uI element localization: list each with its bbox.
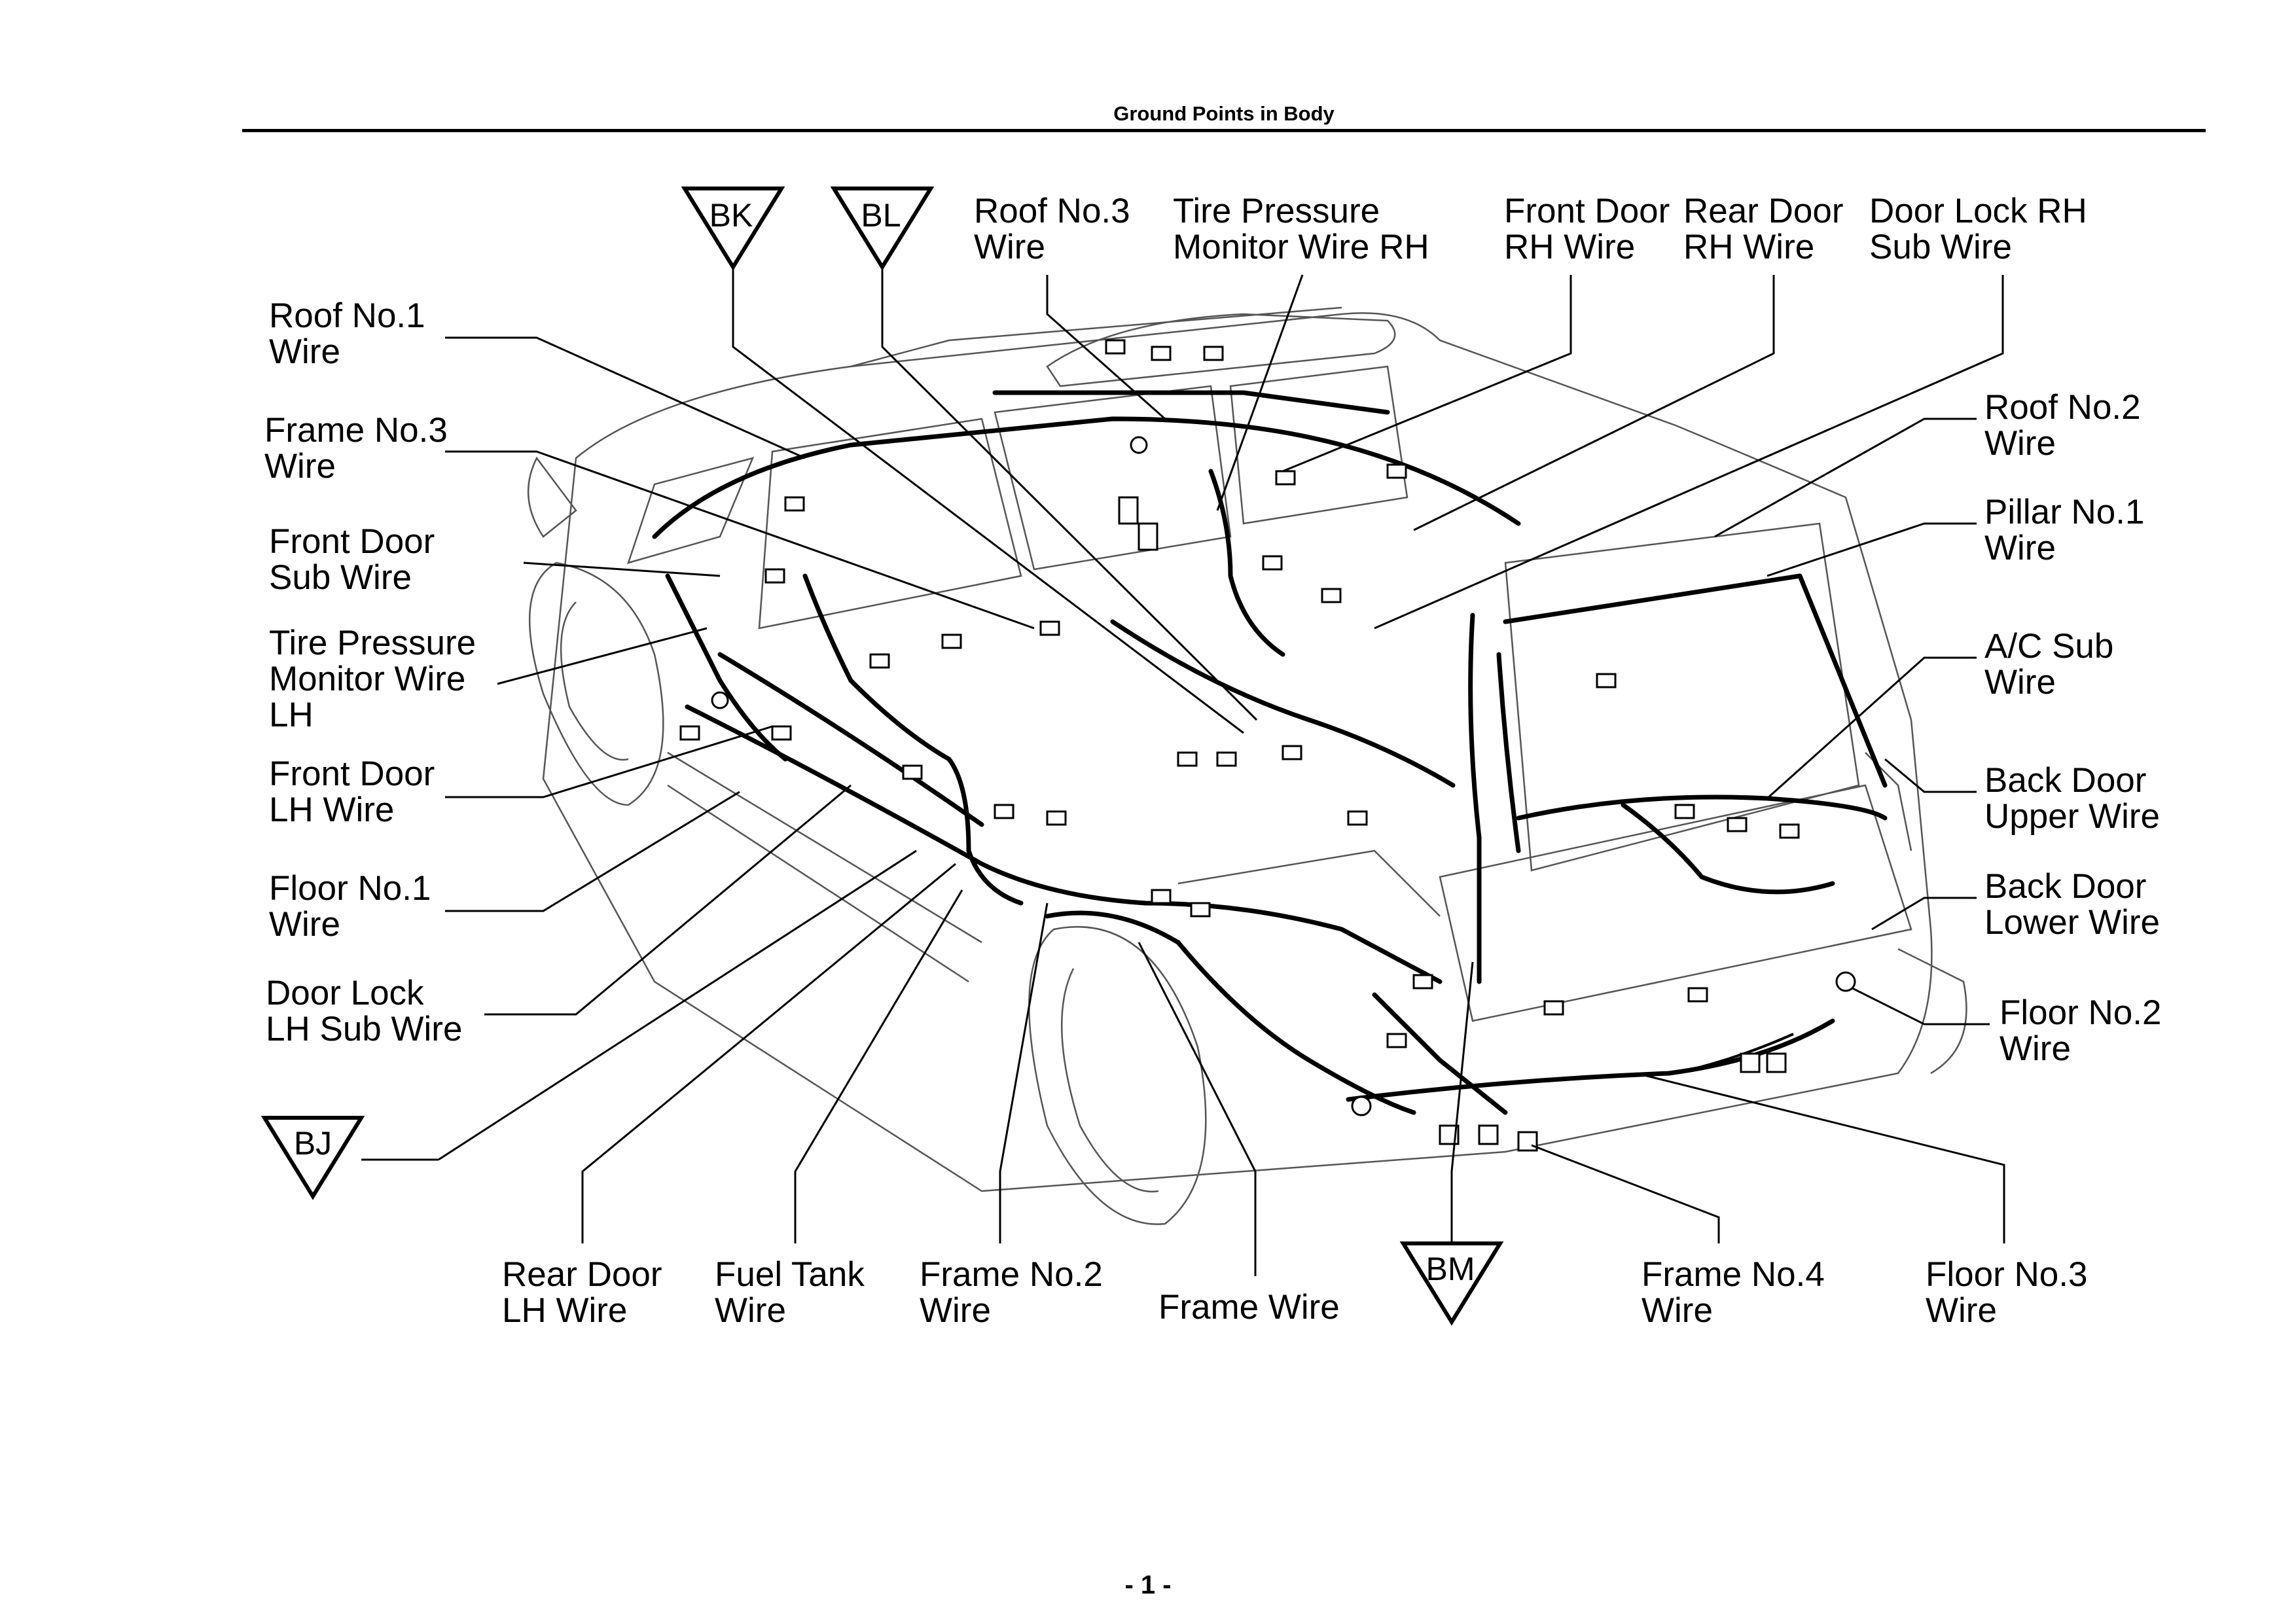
page-title: Ground Points in Body [1113, 102, 1335, 125]
label-fuel-tank-wire: Fuel Tank Wire [715, 1255, 874, 1330]
label-tire-pressure-monitor-wire-rh: Tire Pressure Monitor Wire RH [1173, 192, 1429, 266]
label-floor-no1-wire: Floor No.1 Wire [269, 869, 440, 944]
ground-point-bj-code: BJ [294, 1125, 332, 1162]
header-rule [242, 129, 2206, 132]
labels: Roof No.3 Wire Tire Pressure Monitor Wir… [264, 192, 2171, 1330]
label-rear-door-lh-wire: Rear Door LH Wire [502, 1255, 672, 1330]
label-frame-no3-wire: Frame No.3 Wire [264, 411, 457, 486]
label-door-lock-rh-sub-wire: Door Lock RH Sub Wire [1869, 192, 2097, 266]
label-frame-no2-wire: Frame No.2 Wire [920, 1255, 1113, 1330]
label-front-door-rh-wire: Front Door RH Wire [1504, 192, 1679, 266]
page-header: Ground Points in Body [242, 98, 2206, 137]
ground-point-bl: BL [830, 187, 935, 271]
label-door-lock-lh-sub-wire: Door Lock LH Sub Wire [266, 974, 462, 1048]
connectors [679, 339, 1856, 1152]
wire-harness [652, 390, 1888, 1115]
ground-point-bk: BK [681, 187, 785, 271]
label-frame-no4-wire: Frame No.4 Wire [1641, 1255, 1835, 1330]
ground-point-bm-code: BM [1426, 1251, 1475, 1287]
label-roof-no3: Roof No.3 Wire [974, 192, 1139, 266]
label-floor-no3-wire: Floor No.3 Wire [1926, 1255, 2097, 1330]
page-number: - 1 - [1124, 1571, 1172, 1599]
ground-point-bj: BJ [260, 1116, 365, 1200]
label-tire-pressure-monitor-wire-lh: Tire Pressure Monitor Wire LH [269, 624, 486, 734]
leader-lines [438, 219, 2005, 1276]
label-front-door-sub-wire: Front Door Sub Wire [269, 522, 444, 597]
label-ac-sub-wire: A/C Sub Wire [1984, 627, 2123, 702]
label-floor-no2-wire: Floor No.2 Wire [2000, 993, 2171, 1068]
label-pillar-no1-wire: Pillar No.1 Wire [1984, 493, 2154, 567]
label-frame-wire: Frame Wire [1158, 1288, 1340, 1327]
ground-point-bk-code: BK [709, 197, 753, 234]
ground-point-bm: BM [1399, 1241, 1504, 1326]
label-back-door-upper-wire: Back Door Upper Wire [1984, 761, 2160, 836]
label-rear-door-rh-wire: Rear Door RH Wire [1683, 192, 1853, 266]
label-back-door-lower-wire: Back Door Lower Wire [1984, 867, 2160, 942]
ground-point-bl-code: BL [861, 197, 901, 234]
label-front-door-lh-wire: Front Door LH Wire [269, 755, 444, 829]
label-roof-no1-wire: Roof No.1 Wire [269, 296, 435, 371]
vehicle-body-outline [527, 306, 1967, 1225]
label-roof-no2-wire: Roof No.2 Wire [1984, 388, 2150, 463]
